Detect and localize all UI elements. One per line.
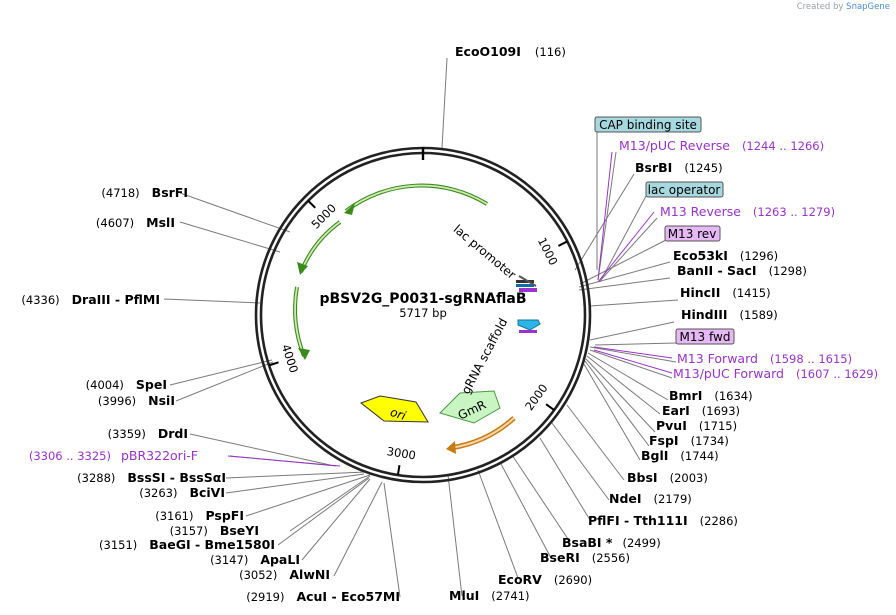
feature-arrows bbox=[293, 183, 516, 454]
enzyme-bbsi: BbsI(2003) bbox=[627, 470, 708, 485]
tick-label-3000: 3000 bbox=[386, 444, 417, 462]
leader-lines bbox=[163, 57, 679, 598]
right-enzymes: BsrBI(1245) Eco53kI(1296) BanII - SacI(1… bbox=[449, 160, 807, 603]
enzyme-bgli: BglI(1744) bbox=[641, 448, 719, 463]
enzyme-pvui: PvuI(1715) bbox=[656, 418, 737, 433]
enzyme-fspi: FspI(1734) bbox=[649, 433, 729, 448]
primer-labels: M13/pUC Reverse(1244 .. 1266) M13 Revers… bbox=[29, 138, 878, 463]
enzyme-banii-saci: BanII - SacI(1298) bbox=[677, 263, 807, 278]
enzyme-bcivi: (3263)BciVI bbox=[139, 485, 225, 500]
enzyme-alwni: (3052)AlwNI bbox=[239, 567, 330, 582]
svg-text:lac operator: lac operator bbox=[648, 183, 721, 197]
enzyme-pflfi-tth111i: PflFI - Tth111I(2286) bbox=[588, 513, 738, 528]
enzyme-bsrbi: BsrBI(1245) bbox=[635, 160, 723, 175]
grna-scaffold-label: gRNA scaffold bbox=[459, 316, 511, 396]
enzyme-bmri: BmrI(1634) bbox=[669, 388, 753, 403]
enzyme-eari: EarI(1693) bbox=[662, 403, 740, 418]
feature-gmr: GmR bbox=[439, 390, 501, 424]
enzyme-bsrfi: (4718)BsrFI bbox=[101, 185, 188, 200]
primer-m13puc-forward: M13/pUC Forward(1607 .. 1629) bbox=[673, 366, 878, 381]
svg-text:CAP binding site: CAP binding site bbox=[599, 118, 697, 132]
enzyme-drdi: (3359)DrdI bbox=[108, 426, 188, 441]
tick-label-4000: 4000 bbox=[279, 342, 301, 374]
enzyme-eco53ki: Eco53kI(1296) bbox=[673, 248, 778, 263]
tick-mark-1000 bbox=[557, 240, 568, 247]
plasmid-name: pBSV2G_P0031-sgRNAflaB bbox=[319, 291, 526, 307]
enzyme-nsii: (3996)NsiI bbox=[98, 393, 175, 408]
enzyme-acui: (2919)AcuI - Eco57MI bbox=[246, 589, 400, 604]
enzyme-pspfi: (3161)PspFI bbox=[155, 508, 244, 523]
feature-ori: ori bbox=[359, 395, 429, 423]
m13-rev-box: M13 rev bbox=[664, 225, 721, 242]
svg-text:M13 fwd: M13 fwd bbox=[680, 330, 731, 344]
enzyme-draiii-pflmi: (4336)DraIII - PflMI bbox=[21, 292, 160, 307]
tick-mark-4000 bbox=[268, 361, 279, 367]
enzyme-bseyi: (3157)BseYI bbox=[170, 523, 259, 538]
enzyme-bsssi: (3288)BssSI - BssSαI bbox=[77, 470, 226, 485]
svg-text:M13 rev: M13 rev bbox=[668, 227, 717, 241]
tick-label-2000: 2000 bbox=[522, 381, 551, 413]
enzyme-hincii: HincII(1415) bbox=[680, 285, 771, 300]
fwd-glyphs bbox=[517, 319, 541, 333]
primer-pbr322ori-f: (3306 .. 3325)pBR322ori-F bbox=[29, 448, 198, 463]
enzyme-mlui: MluI(2741) bbox=[449, 588, 530, 603]
enzyme-ecorv: EcoRV(2690) bbox=[498, 572, 592, 587]
enzyme-apali: (3147)ApaLI bbox=[210, 552, 300, 567]
left-enzymes: (4718)BsrFI (4607)MslI (4336)DraIII - Pf… bbox=[21, 185, 400, 604]
primer-leaders bbox=[227, 151, 673, 467]
enzyme-baegi: (3151)BaeGI - Bme1580I bbox=[99, 537, 275, 552]
tick-mark-2000 bbox=[545, 403, 555, 411]
primer-m13-forward: M13 Forward(1598 .. 1615) bbox=[677, 351, 852, 366]
enzyme-ecoo109i: EcoO109I(116) bbox=[455, 44, 566, 59]
enzyme-msli: (4607)MslI bbox=[96, 215, 175, 230]
snapgene-credit: Created by SnapGene bbox=[796, 2, 890, 12]
tick-mark-5000 bbox=[307, 200, 316, 209]
tick-mark-3000 bbox=[396, 465, 401, 476]
enzyme-bsabi: BsaBI *(2499) bbox=[562, 535, 661, 550]
m13-fwd-box: M13 fwd bbox=[675, 328, 735, 345]
plasmid-length: 5717 bp bbox=[399, 306, 447, 320]
enzyme-hindiii: HindIII(1589) bbox=[681, 307, 778, 322]
enzyme-ndei: NdeI(2179) bbox=[609, 491, 692, 506]
primer-m13-reverse: M13 Reverse(1263 .. 1279) bbox=[660, 204, 835, 219]
enzyme-bseri: BseRI(2556) bbox=[540, 550, 630, 565]
lac-operator-box: lac operator bbox=[645, 181, 724, 198]
tick-label-1000: 1000 bbox=[535, 235, 561, 267]
enzyme-spei: (4004)SpeI bbox=[86, 377, 167, 392]
lac-glyphs bbox=[516, 275, 537, 292]
primer-m13puc-reverse: M13/pUC Reverse(1244 .. 1266) bbox=[619, 138, 824, 153]
ori-label: ori bbox=[388, 405, 408, 423]
lac-promoter-label: lac promoter bbox=[451, 222, 519, 282]
cap-binding-box: CAP binding site bbox=[594, 116, 702, 133]
